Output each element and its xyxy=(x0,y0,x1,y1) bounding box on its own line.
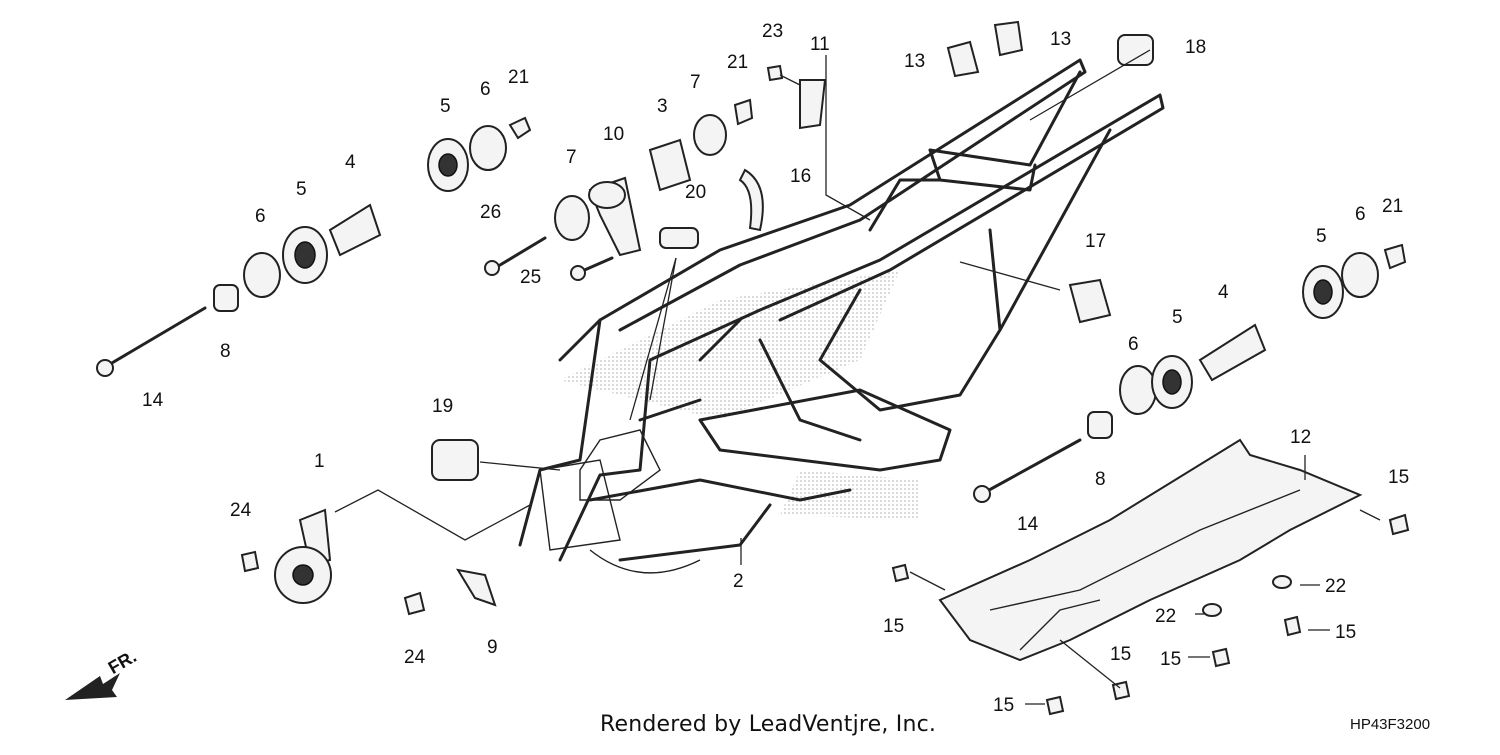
label-5-right-lower: 5 xyxy=(1172,307,1183,328)
label-6-right-lower: 6 xyxy=(1128,334,1139,355)
label-8-left: 8 xyxy=(220,341,231,362)
label-15-left: 15 xyxy=(883,616,904,637)
bolt-15-b xyxy=(1388,513,1410,536)
bolt-14-left xyxy=(98,306,207,372)
label-24-left: 24 xyxy=(230,500,252,521)
label-19: 19 xyxy=(432,396,453,417)
label-11: 11 xyxy=(810,34,830,55)
label-6-upper: 6 xyxy=(480,79,491,100)
label-15-right: 15 xyxy=(1388,467,1409,488)
horn-1 xyxy=(274,508,332,604)
bushing-7-left xyxy=(554,195,590,241)
left-axle-parts xyxy=(96,116,532,377)
label-22-right: 22 xyxy=(1325,576,1346,597)
clamp-20 xyxy=(659,227,699,249)
grommet-13-left xyxy=(946,40,980,78)
label-24-lower: 24 xyxy=(404,647,426,668)
label-17: 17 xyxy=(1085,231,1106,252)
label-2: 2 xyxy=(733,571,744,592)
washer-22-b xyxy=(1202,603,1222,617)
label-25: 25 xyxy=(520,267,541,288)
label-15-c: 15 xyxy=(1335,622,1356,643)
grommet-13-right xyxy=(993,20,1024,57)
label-18: 18 xyxy=(1185,37,1206,58)
label-3: 3 xyxy=(657,96,668,117)
bolt-15-a xyxy=(891,563,910,583)
bolt-14-right xyxy=(978,438,1082,497)
center-top-parts xyxy=(484,20,1154,324)
bushing-6-right xyxy=(1119,365,1157,415)
bolt-26 xyxy=(493,236,547,270)
shaft-4-right xyxy=(1198,323,1267,382)
collar-8-right xyxy=(1087,411,1113,439)
skid-plate-12 xyxy=(938,438,1363,662)
label-13-right: 13 xyxy=(1050,29,1071,50)
label-14-left: 14 xyxy=(142,390,164,411)
label-9: 9 xyxy=(487,637,498,658)
collar-8-left xyxy=(213,284,239,312)
watermark-shading xyxy=(560,270,920,520)
bushing-6-right-upper xyxy=(1341,252,1379,298)
label-4-right: 4 xyxy=(1218,282,1229,303)
label-23: 23 xyxy=(762,21,783,42)
band-16 xyxy=(738,168,764,232)
bushing-7-right xyxy=(693,114,727,156)
bolt-15-c xyxy=(1283,615,1302,637)
part-labels: 23 11 13 13 18 21 7 6 21 5 3 10 4 7 16 5… xyxy=(142,21,1409,716)
bolt-24-lower xyxy=(403,591,426,616)
label-21-left: 21 xyxy=(508,67,529,88)
bolt-15-f xyxy=(1045,695,1065,716)
label-15-d: 15 xyxy=(1160,649,1181,670)
diagram-code: HP43F3200 xyxy=(1350,716,1431,733)
label-8-right: 8 xyxy=(1095,469,1106,490)
bushing-6-upper xyxy=(469,125,507,171)
label-22-center: 22 xyxy=(1155,606,1176,627)
bolt-23 xyxy=(766,64,784,82)
label-1: 1 xyxy=(314,451,325,472)
gear-3 xyxy=(648,138,692,192)
label-6-left: 6 xyxy=(255,206,266,227)
nut-21-center xyxy=(733,98,754,126)
label-15-f: 15 xyxy=(993,695,1014,716)
label-15-e: 15 xyxy=(1110,644,1131,665)
leader-lines xyxy=(334,49,1381,705)
bolt-15-d xyxy=(1211,647,1231,668)
label-12: 12 xyxy=(1290,427,1311,448)
bolt-25 xyxy=(578,256,614,274)
render-credit: Rendered by LeadVentjre, Inc. xyxy=(600,712,937,737)
nut-21-right xyxy=(1383,243,1407,270)
bolt-24-left xyxy=(240,550,260,573)
label-20: 20 xyxy=(685,182,706,203)
clamp-17 xyxy=(1068,278,1112,324)
label-7-left: 7 xyxy=(566,147,577,168)
label-6-right: 6 xyxy=(1355,204,1366,225)
fasteners xyxy=(240,513,1410,716)
front-arrow-icon xyxy=(65,673,120,700)
washer-22-a xyxy=(1272,575,1292,589)
label-5-right-upper: 5 xyxy=(1316,226,1327,247)
label-21-center: 21 xyxy=(727,52,748,73)
label-13-left: 13 xyxy=(904,51,925,72)
nut-21-left xyxy=(508,116,532,140)
bracket-9 xyxy=(455,568,497,607)
label-16: 16 xyxy=(790,166,811,187)
shaft-4-left xyxy=(328,203,382,257)
label-5-left: 5 xyxy=(296,179,307,200)
clamp-18 xyxy=(1117,34,1154,66)
main-frame xyxy=(518,58,1165,574)
label-4-left: 4 xyxy=(345,152,356,173)
label-26: 26 xyxy=(480,202,501,223)
label-14-right: 14 xyxy=(1017,514,1039,535)
label-21-right: 21 xyxy=(1382,196,1403,217)
label-7-right: 7 xyxy=(690,72,701,93)
label-5-upper: 5 xyxy=(440,96,451,117)
clamp-19 xyxy=(431,439,479,481)
bushing-6-left xyxy=(243,252,281,298)
right-axle-parts xyxy=(973,243,1407,503)
bracket-11 xyxy=(799,79,827,130)
label-10: 10 xyxy=(603,124,624,145)
